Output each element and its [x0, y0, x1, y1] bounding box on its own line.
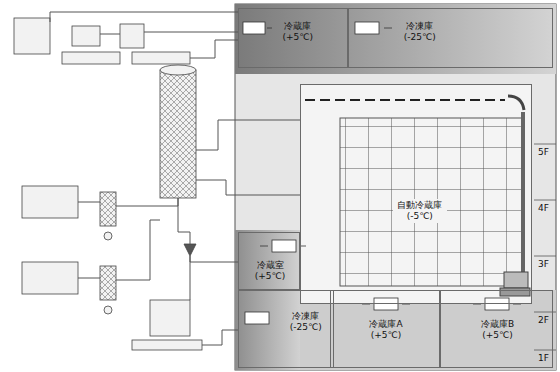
room-box: 自動冷蔵庫 (-5℃) — [300, 84, 532, 304]
room-box: 冷蔵庫B (+5℃) — [440, 290, 553, 368]
room-box: 冷凍庫 (-25℃) — [348, 8, 553, 68]
floor-label: 5F — [538, 148, 549, 158]
room-box: 冷蔵庫 (+5℃) — [238, 8, 348, 68]
room-label: 冷凍庫 (-25℃) — [281, 311, 331, 333]
room-box: 冷蔵室 (+5℃) — [238, 232, 300, 290]
room-label: 冷蔵室 (+5℃) — [245, 260, 295, 282]
room-label: 冷蔵庫A (+5℃) — [361, 319, 411, 341]
room-box: 冷凍庫 (-25℃) — [238, 290, 334, 368]
room-label: 自動冷蔵庫 (-5℃) — [393, 199, 447, 223]
room-label: 冷蔵庫B (+5℃) — [473, 319, 523, 341]
floor-label: 4F — [538, 204, 549, 214]
floor-label: 1F — [538, 354, 549, 364]
room-label: 冷蔵庫 (+5℃) — [273, 21, 323, 43]
floor-label: 2F — [538, 316, 549, 326]
room-box: 冷蔵庫A (+5℃) — [330, 290, 440, 368]
room-label: 冷凍庫 (-25℃) — [395, 21, 445, 43]
floor-label: 3F — [538, 260, 549, 270]
